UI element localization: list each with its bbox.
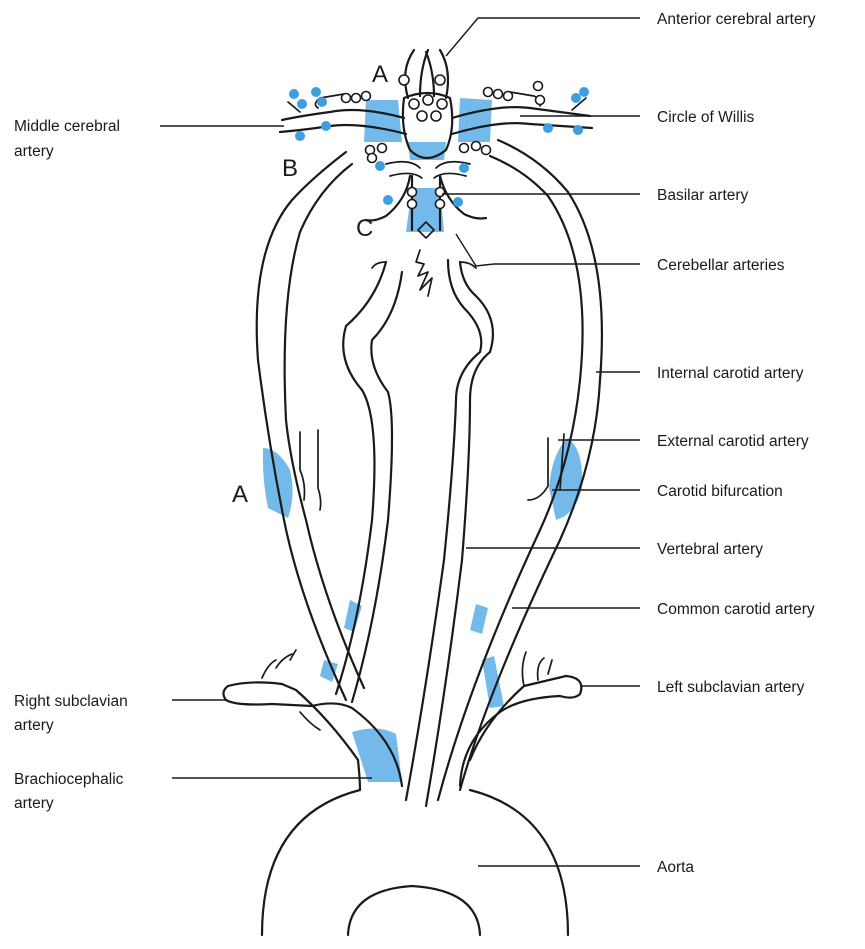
label-brachiocephalic-line1: Brachiocephalic	[14, 771, 124, 788]
label-external-carotid-artery: External carotid artery	[657, 433, 809, 450]
label-carotid-bifurcation: Carotid bifurcation	[657, 483, 783, 500]
highlight-left-vertebral-origin	[470, 604, 488, 634]
label-brachiocephalic-line2: artery	[14, 795, 54, 812]
label-circle-of-willis: Circle of Willis	[657, 109, 755, 126]
label-aorta: Aorta	[657, 859, 694, 876]
label-middle-cerebral-line1: Middle cerebral	[14, 118, 120, 135]
marker-b: B	[282, 155, 298, 182]
marker-a-neck: A	[232, 481, 248, 508]
label-vertebral-artery: Vertebral artery	[657, 541, 763, 558]
left-subclavian-vessels	[460, 652, 581, 786]
vertebral-vessels	[336, 250, 493, 806]
marker-c: C	[356, 215, 373, 242]
highlight-willis-left-node	[364, 100, 402, 142]
leader-cerebellar	[456, 234, 640, 266]
leader-anterior-cerebral	[446, 18, 640, 56]
label-right-subclavian-line2: artery	[14, 717, 54, 734]
label-basilar-artery: Basilar artery	[657, 187, 749, 204]
label-cerebellar-arteries: Cerebellar arteries	[657, 257, 785, 274]
label-internal-carotid-artery: Internal carotid artery	[657, 365, 804, 382]
label-right-subclavian-line1: Right subclavian	[14, 693, 128, 710]
aorta-arch	[262, 760, 568, 935]
highlight-left-vertebral-shaft	[482, 656, 504, 708]
label-common-carotid-artery: Common carotid artery	[657, 601, 815, 618]
highlight-left-carotid-bifurcation	[549, 438, 582, 520]
label-left-subclavian-artery: Left subclavian artery	[657, 679, 805, 696]
highlight-willis-right-node	[458, 98, 492, 142]
highlight-regions	[263, 98, 582, 782]
label-anterior-cerebral-artery: Anterior cerebral artery	[657, 11, 816, 28]
label-middle-cerebral-line2: artery	[14, 143, 54, 160]
marker-a-top: A	[372, 61, 388, 88]
